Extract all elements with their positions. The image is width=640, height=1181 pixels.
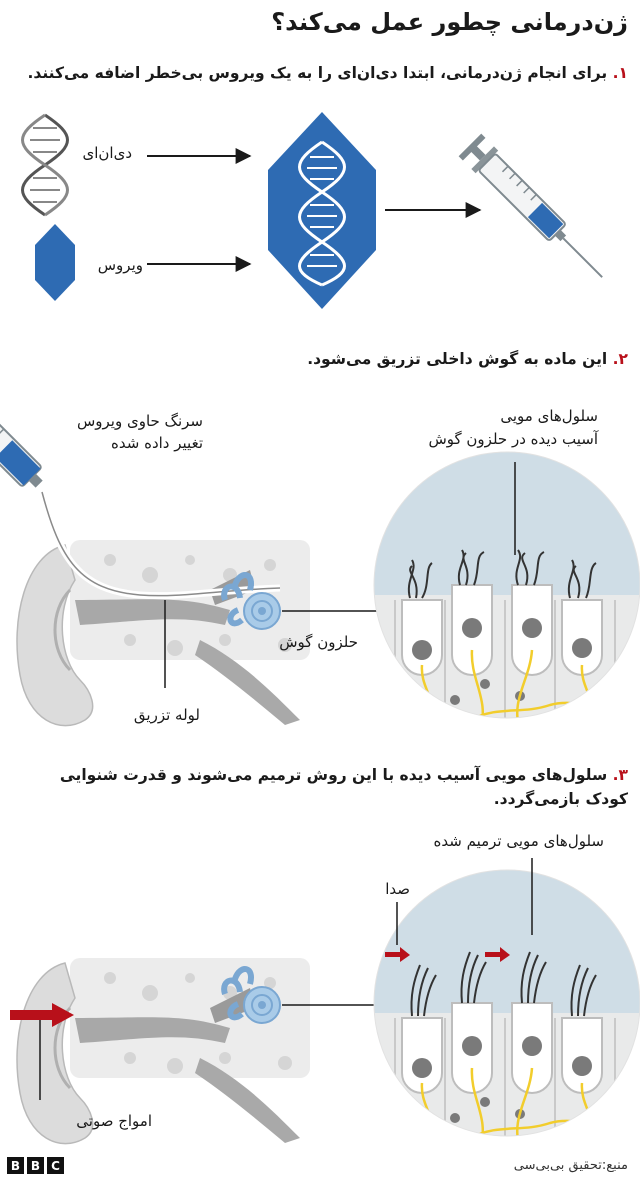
source-credit: منبع:تحقیق بی‌بی‌سی — [513, 1158, 628, 1173]
page-title: ژن‌درمانی چطور عمل می‌کند؟ — [271, 8, 628, 36]
virus-with-dna-icon — [268, 112, 376, 309]
damaged-cells-label-line1: سلول‌های مویی — [500, 407, 598, 425]
repaired-hair-cells-view — [374, 870, 640, 1136]
cochlea-icon-2 — [221, 966, 281, 1024]
ear-cross-section-1 — [15, 538, 312, 728]
bbc-logo-letter-1: B — [7, 1157, 24, 1174]
tube-label: لوله تزریق — [133, 706, 200, 724]
sound-wave-arrow — [10, 1003, 74, 1027]
damaged-hair-cells-view — [374, 452, 640, 718]
step-1: ۱. برای انجام ژن‌درمانی، ابتدا دی‌ان‌ای … — [27, 64, 628, 82]
syringe-label-line1: سرنگ حاوی ویروس — [76, 412, 203, 430]
damaged-cells-label-line2: آسیب دیده در حلزون گوش — [428, 430, 598, 448]
ear-cross-section-2 — [15, 956, 312, 1146]
virus-label: ویروس — [97, 256, 143, 274]
syringe-label-line2: تغییر داده شده — [111, 434, 203, 452]
step-3-number: ۳. — [612, 766, 628, 784]
step-3-text-line1: سلول‌های مویی آسیب دیده با این روش ترمیم… — [59, 766, 608, 784]
step-2-text: این ماده به گوش داخلی تزریق می‌شود. — [307, 350, 608, 368]
step-1-number: ۱. — [612, 64, 628, 82]
sound-waves-label: امواج صوتی — [76, 1112, 152, 1130]
step-2: ۲. این ماده به گوش داخلی تزریق می‌شود. — [307, 350, 628, 368]
bbc-logo-letter-2: B — [27, 1157, 44, 1174]
bbc-logo-letter-3: C — [47, 1157, 64, 1174]
injection-syringe-icon — [0, 375, 43, 488]
syringe-icon — [458, 133, 603, 278]
sound-label: صدا — [385, 880, 410, 898]
step-2-number: ۲. — [612, 350, 628, 368]
dna-icon — [21, 113, 69, 217]
dna-label: دی‌ان‌ای — [82, 144, 132, 162]
step-1-text: برای انجام ژن‌درمانی، ابتدا دی‌ان‌ای را … — [27, 64, 608, 82]
step-3-line2: کودک بازمی‌گردد. — [493, 790, 628, 808]
step-3: ۳. سلول‌های مویی آسیب دیده با این روش تر… — [60, 766, 628, 784]
repaired-cells-label: سلول‌های مویی ترمیم شده — [433, 832, 604, 850]
cochlea-label: حلزون گوش — [279, 633, 358, 651]
cochlea-icon — [221, 572, 281, 630]
virus-icon — [35, 224, 75, 301]
bbc-logo: B B C — [7, 1157, 64, 1174]
